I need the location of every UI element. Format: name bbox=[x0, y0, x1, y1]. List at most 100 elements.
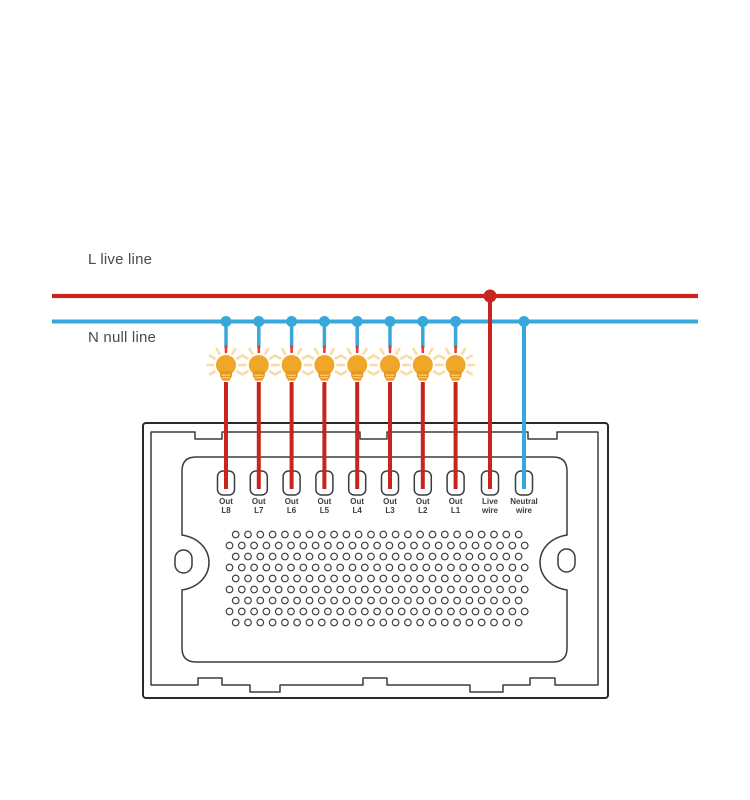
left-screw-hole bbox=[174, 549, 193, 574]
perforation-hole bbox=[385, 541, 394, 550]
perforation-hole bbox=[324, 585, 332, 594]
perforation-hole bbox=[348, 541, 357, 550]
perforation-hole bbox=[250, 541, 258, 550]
perforation-hole bbox=[324, 563, 332, 572]
perforation-hole bbox=[305, 596, 314, 605]
perforation-hole bbox=[225, 585, 234, 594]
perforation-hole bbox=[293, 552, 301, 561]
perforation-hole bbox=[410, 585, 418, 594]
perforation-hole bbox=[453, 596, 461, 605]
perforation-hole bbox=[471, 541, 480, 550]
perforation-hole bbox=[311, 541, 320, 550]
perforation-hole bbox=[262, 541, 271, 550]
perforation-hole bbox=[385, 585, 394, 594]
null-junction-dot bbox=[318, 316, 330, 327]
perforation-hole bbox=[391, 574, 400, 583]
perforation-hole bbox=[311, 563, 320, 572]
perforation-hole bbox=[428, 618, 437, 627]
perforation-hole bbox=[293, 596, 301, 605]
perforation-hole bbox=[360, 541, 369, 550]
null-junction-dot bbox=[286, 316, 298, 327]
perforation-hole bbox=[379, 574, 388, 583]
perforation-hole bbox=[262, 563, 271, 572]
perforation-hole bbox=[514, 574, 523, 583]
null-junction-dot bbox=[450, 316, 462, 327]
perforation-hole bbox=[268, 596, 277, 605]
perforation-hole bbox=[404, 596, 412, 605]
perforation-hole bbox=[410, 563, 418, 572]
terminal-label-line2: wire bbox=[515, 506, 532, 515]
terminal-label-line1: Out bbox=[219, 497, 233, 506]
perforation-hole bbox=[440, 574, 449, 583]
perforation-hole bbox=[440, 552, 449, 561]
right-screw-hole bbox=[557, 548, 576, 573]
perforation-hole bbox=[293, 574, 301, 583]
perforation-hole bbox=[299, 585, 308, 594]
perforation-hole bbox=[520, 607, 529, 616]
perforation-hole bbox=[360, 563, 369, 572]
perforation-hole bbox=[268, 618, 277, 627]
perforation-hole bbox=[305, 574, 314, 583]
perforation-hole bbox=[373, 541, 381, 550]
perforation-hole bbox=[256, 574, 265, 583]
perforation-hole bbox=[250, 563, 258, 572]
perforation-hole bbox=[317, 596, 326, 605]
perforation-hole bbox=[225, 607, 234, 616]
perforation-hole bbox=[447, 607, 455, 616]
perforation-hole bbox=[330, 596, 338, 605]
perforation-hole bbox=[373, 563, 381, 572]
perforation-hole bbox=[520, 541, 529, 550]
perforation-hole bbox=[508, 563, 517, 572]
perforation-hole bbox=[490, 618, 498, 627]
perforation-hole bbox=[477, 530, 486, 539]
perforation-hole bbox=[281, 574, 289, 583]
perforation-hole bbox=[305, 618, 314, 627]
perforation-hole bbox=[434, 563, 443, 572]
perforation-hole bbox=[453, 618, 461, 627]
terminal-label-line2: L3 bbox=[385, 506, 395, 515]
perforation-hole bbox=[354, 618, 363, 627]
perforation-hole bbox=[434, 541, 443, 550]
perforation-hole bbox=[508, 607, 517, 616]
terminal-label-line1: Out bbox=[350, 497, 365, 506]
perforation-hole bbox=[231, 574, 240, 583]
perforation-hole bbox=[342, 574, 351, 583]
null-junction-dot bbox=[220, 316, 232, 327]
perforation-hole bbox=[416, 574, 424, 583]
perforation-hole bbox=[465, 552, 474, 561]
perforation-hole bbox=[317, 530, 326, 539]
perforation-hole bbox=[447, 563, 455, 572]
perforation-hole bbox=[483, 585, 492, 594]
perforation-hole bbox=[477, 552, 486, 561]
perforation-hole bbox=[311, 607, 320, 616]
perforation-hole bbox=[250, 585, 258, 594]
perforation-hole bbox=[287, 585, 295, 594]
perforation-hole bbox=[281, 596, 289, 605]
perforation-hole bbox=[520, 563, 529, 572]
perforation-hole bbox=[465, 618, 474, 627]
perforation-hole bbox=[274, 563, 283, 572]
perforation-hole bbox=[422, 585, 431, 594]
perforation-hole bbox=[244, 552, 252, 561]
perforation-hole bbox=[373, 585, 381, 594]
perforation-hole bbox=[256, 530, 265, 539]
perforation-hole bbox=[440, 596, 449, 605]
perforation-hole bbox=[428, 530, 437, 539]
perforation-hole bbox=[397, 541, 406, 550]
light-bulb-icon bbox=[238, 345, 279, 382]
perforation-hole bbox=[459, 585, 468, 594]
perforation-hole bbox=[404, 618, 412, 627]
lamp-branches bbox=[206, 316, 476, 489]
perforation-hole bbox=[416, 596, 424, 605]
perforation-hole bbox=[231, 530, 240, 539]
perforation-hole bbox=[490, 530, 498, 539]
perforation-hole bbox=[434, 585, 443, 594]
perforation-hole bbox=[348, 585, 357, 594]
perforation-hole bbox=[250, 607, 258, 616]
perforation-hole bbox=[397, 607, 406, 616]
